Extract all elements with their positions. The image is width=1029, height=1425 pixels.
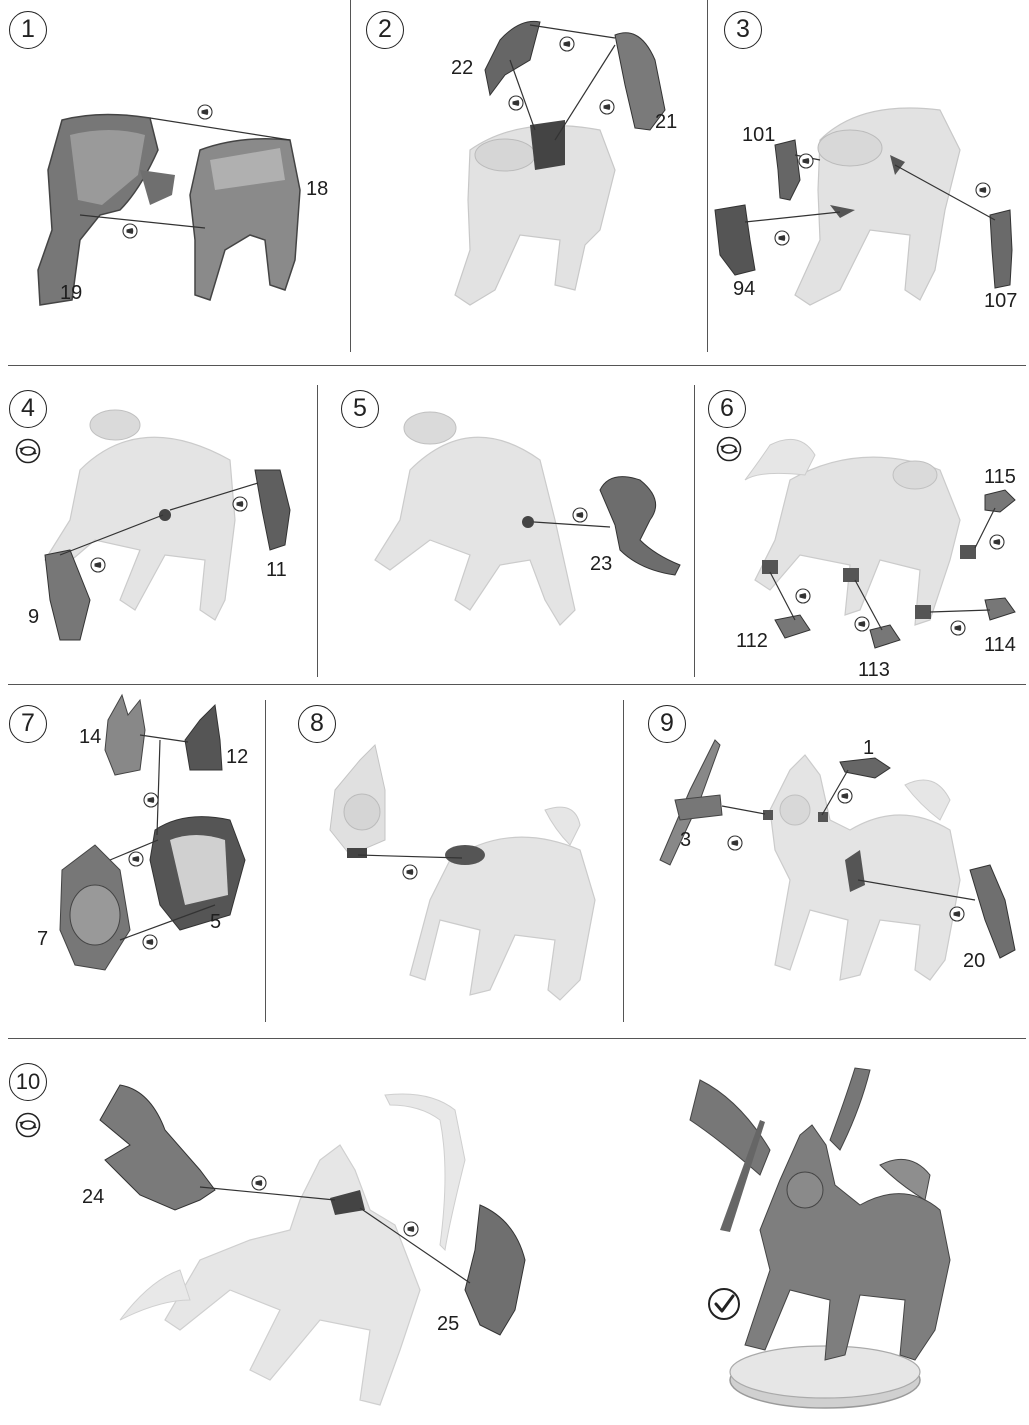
check-complete-icon [707,1287,741,1321]
